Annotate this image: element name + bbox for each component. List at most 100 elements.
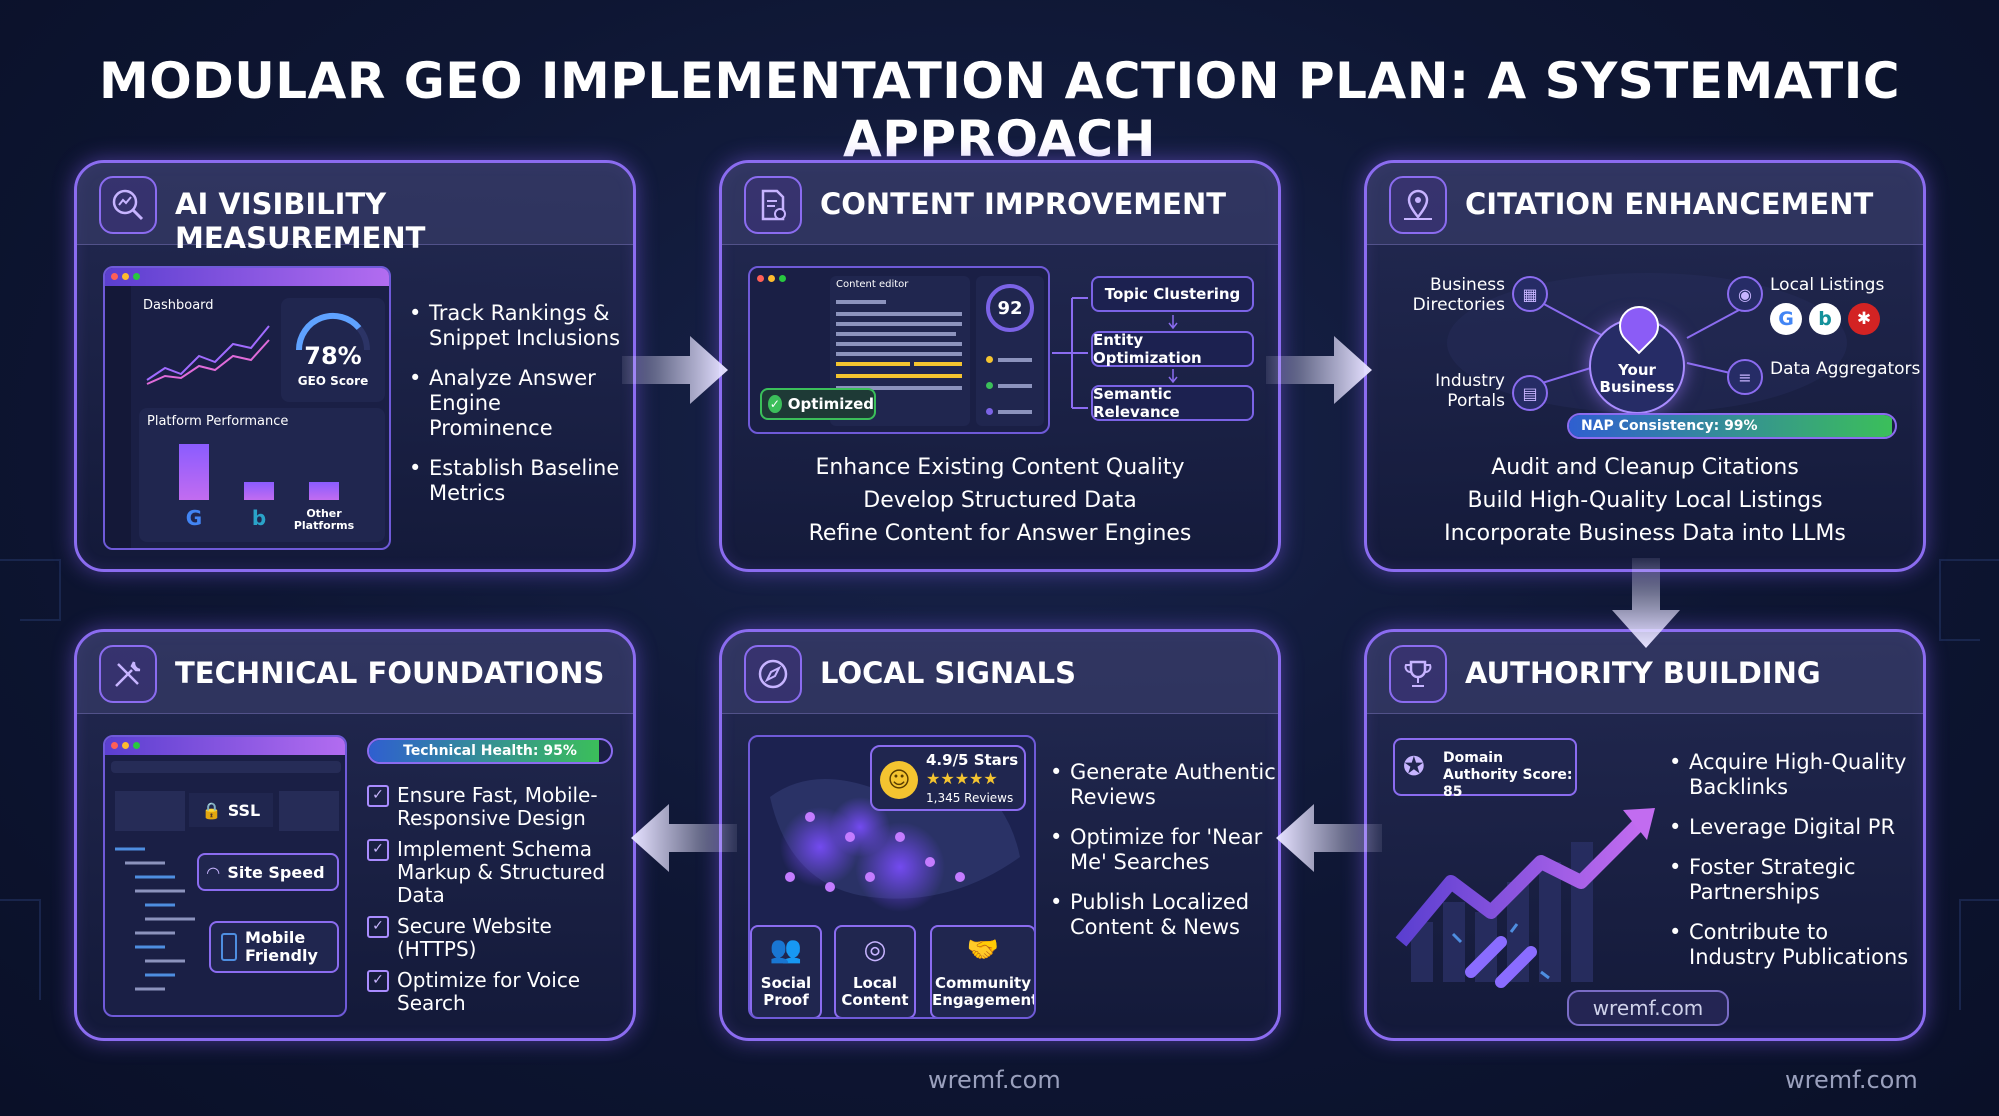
panel-content-improvement: CONTENT IMPROVEMENT Content editor 92 (719, 160, 1281, 572)
arrow-right-2 (1266, 336, 1372, 404)
star-rating: ★★★★★ (926, 769, 998, 788)
panel-header: TECHNICAL FOUNDATIONS (77, 632, 633, 714)
panel-header: CONTENT IMPROVEMENT (722, 163, 1278, 245)
technical-health-fill (369, 740, 599, 762)
score-sidebar: 92 (976, 276, 1044, 426)
dashboard-label: Dashboard (143, 298, 214, 313)
bar-google (179, 444, 209, 500)
content-editor-label: Content editor (836, 279, 909, 290)
nap-consistency-label: NAP Consistency: 99% (1581, 418, 1758, 434)
dashboard-mockup: Dashboard 78% GEO Score Platform Perform… (103, 266, 391, 550)
nap-consistency-bar: NAP Consistency: 99% (1567, 413, 1897, 439)
mobile-friendly-badge: Mobile Friendly (209, 921, 339, 973)
rating-value: 4.9/5 Stars (926, 751, 1019, 769)
list-item: Acquire High-Quality Backlinks (1667, 750, 1917, 800)
building-icon: ▦ (1512, 276, 1548, 312)
geo-score-value: 78% (304, 342, 362, 370)
smiley-icon: ☺ (880, 761, 918, 799)
portal-icon: ▤ (1512, 375, 1548, 411)
content-editor-mockup: Content editor 92 ✓ Optimized (748, 266, 1050, 434)
list-item: Publish Localized Content & News (1048, 890, 1278, 940)
lock-icon: 🔒 (201, 800, 222, 820)
tile-label: Local Content (841, 974, 909, 1009)
panel-header: LOCAL SIGNALS (722, 632, 1278, 714)
arrow-left-1 (1276, 804, 1382, 872)
optimized-badge: ✓ Optimized (760, 388, 876, 420)
speedometer-icon: ◠ (207, 862, 220, 882)
business-directories-label: Business Directories (1412, 275, 1505, 315)
chart-magnifier-icon (99, 176, 157, 234)
database-icon: ≡ (1727, 359, 1763, 395)
rating-card: ☺ 4.9/5 Stars ★★★★★ 1,345 Reviews (870, 745, 1026, 811)
panel-authority-building: AUTHORITY BUILDING ✪ Domain Authority Sc… (1364, 629, 1926, 1041)
list-item: Enhance Existing Content Quality (815, 455, 1185, 480)
checklist-item: Secure Website (HTTPS) (367, 915, 617, 961)
mobile-phone-icon (221, 933, 237, 961)
panel-header: CITATION ENHANCEMENT (1367, 163, 1923, 245)
check-circle-icon: ✓ (768, 395, 782, 413)
list-item: Develop Structured Data (863, 488, 1137, 513)
platform-performance-card: Platform Performance G b Other Platforms (139, 408, 385, 542)
code-lines (115, 847, 195, 991)
window-titlebar (105, 737, 345, 755)
dashboard-sidebar (105, 286, 131, 548)
geo-score-label: GEO Score (297, 374, 369, 388)
map-pin-icon (1389, 176, 1447, 234)
panel-title: CITATION ENHANCEMENT (1465, 187, 1874, 221)
tools-icon (99, 645, 157, 703)
location-icon: ◎ (863, 935, 887, 965)
other-platforms-label: Other Platforms (293, 507, 355, 532)
list-item: Contribute to Industry Publications (1667, 920, 1917, 970)
checklist-item: Ensure Fast, Mobile-Responsive Design (367, 784, 617, 830)
arrow-left-2 (631, 804, 737, 872)
google-icon: G (1770, 303, 1802, 335)
panel-local-signals: LOCAL SIGNALS ☺ 4.9/5 Stars ★★★★★ 1,345 … (719, 629, 1281, 1041)
tile-local-content: ◎ Local Content (834, 925, 916, 1017)
compass-icon (744, 645, 802, 703)
content-lines: Enhance Existing Content Quality Develop… (722, 451, 1278, 550)
citation-lines: Audit and Cleanup Citations Build High-Q… (1367, 451, 1923, 550)
authority-bullets: Acquire High-Quality Backlinks Leverage … (1667, 750, 1917, 985)
flow-arrows (1168, 315, 1178, 383)
checklist-item: Implement Schema Markup & Structured Dat… (367, 838, 617, 907)
ssl-badge: 🔒 SSL (189, 793, 273, 827)
list-item: Foster Strategic Partnerships (1667, 855, 1917, 905)
industry-portals-label: Industry Portals (1435, 371, 1505, 411)
tile-social-proof: 👥 Social Proof (750, 925, 822, 1017)
tile-label: Social Proof (760, 974, 812, 1009)
optimized-label: Optimized (787, 395, 874, 413)
site-speed-badge: ◠ Site Speed (197, 853, 339, 891)
window-titlebar (105, 268, 389, 286)
ssl-label: SSL (227, 800, 261, 820)
bar-bing (244, 482, 274, 500)
mobile-friendly-label: Mobile Friendly (245, 928, 318, 965)
list-item: Incorporate Business Data into LLMs (1444, 521, 1846, 546)
watermark-center: wremf.com (928, 1066, 1061, 1094)
list-item: Build High-Quality Local Listings (1467, 488, 1823, 513)
bing-icon: b (251, 506, 267, 530)
panel-title: AUTHORITY BUILDING (1465, 656, 1821, 690)
technical-health-bar: Technical Health: 95% (367, 738, 613, 764)
list-item: Establish Baseline Metrics (407, 456, 627, 506)
panel-title: CONTENT IMPROVEMENT (820, 187, 1227, 221)
platform-performance-label: Platform Performance (147, 414, 289, 429)
flow-step-semantic-relevance: Semantic Relevance (1091, 385, 1254, 421)
editor-area: Content editor (830, 276, 970, 426)
award-icon: ✪ (1403, 752, 1425, 782)
panel-header: AI VISIBILITY MEASUREMENT (77, 163, 633, 255)
domain-authority-label: Domain Authority Score: 85 (1443, 750, 1573, 800)
panel-title: LOCAL SIGNALS (820, 656, 1076, 690)
content-score: 92 (986, 284, 1034, 332)
panel-technical-foundations: TECHNICAL FOUNDATIONS 🔒 SSL ◠ (74, 629, 636, 1041)
growth-chart-illustration (1395, 808, 1655, 988)
nap-consistency-fill (1569, 415, 1892, 437)
data-aggregators-label: Data Aggregators (1770, 359, 1921, 379)
local-map-mockup: ☺ 4.9/5 Stars ★★★★★ 1,345 Reviews 👥 Soci… (748, 735, 1036, 1019)
arrow-down (1612, 558, 1680, 648)
bar-other (309, 482, 339, 500)
trend-line-chart (146, 325, 270, 385)
handshake-icon: 🤝 (966, 935, 1000, 965)
flow-step-topic-clustering: Topic Clustering (1091, 276, 1254, 312)
bing-icon: b (1809, 303, 1841, 335)
flow-step-entity-optimization: Entity Optimization (1091, 331, 1254, 367)
